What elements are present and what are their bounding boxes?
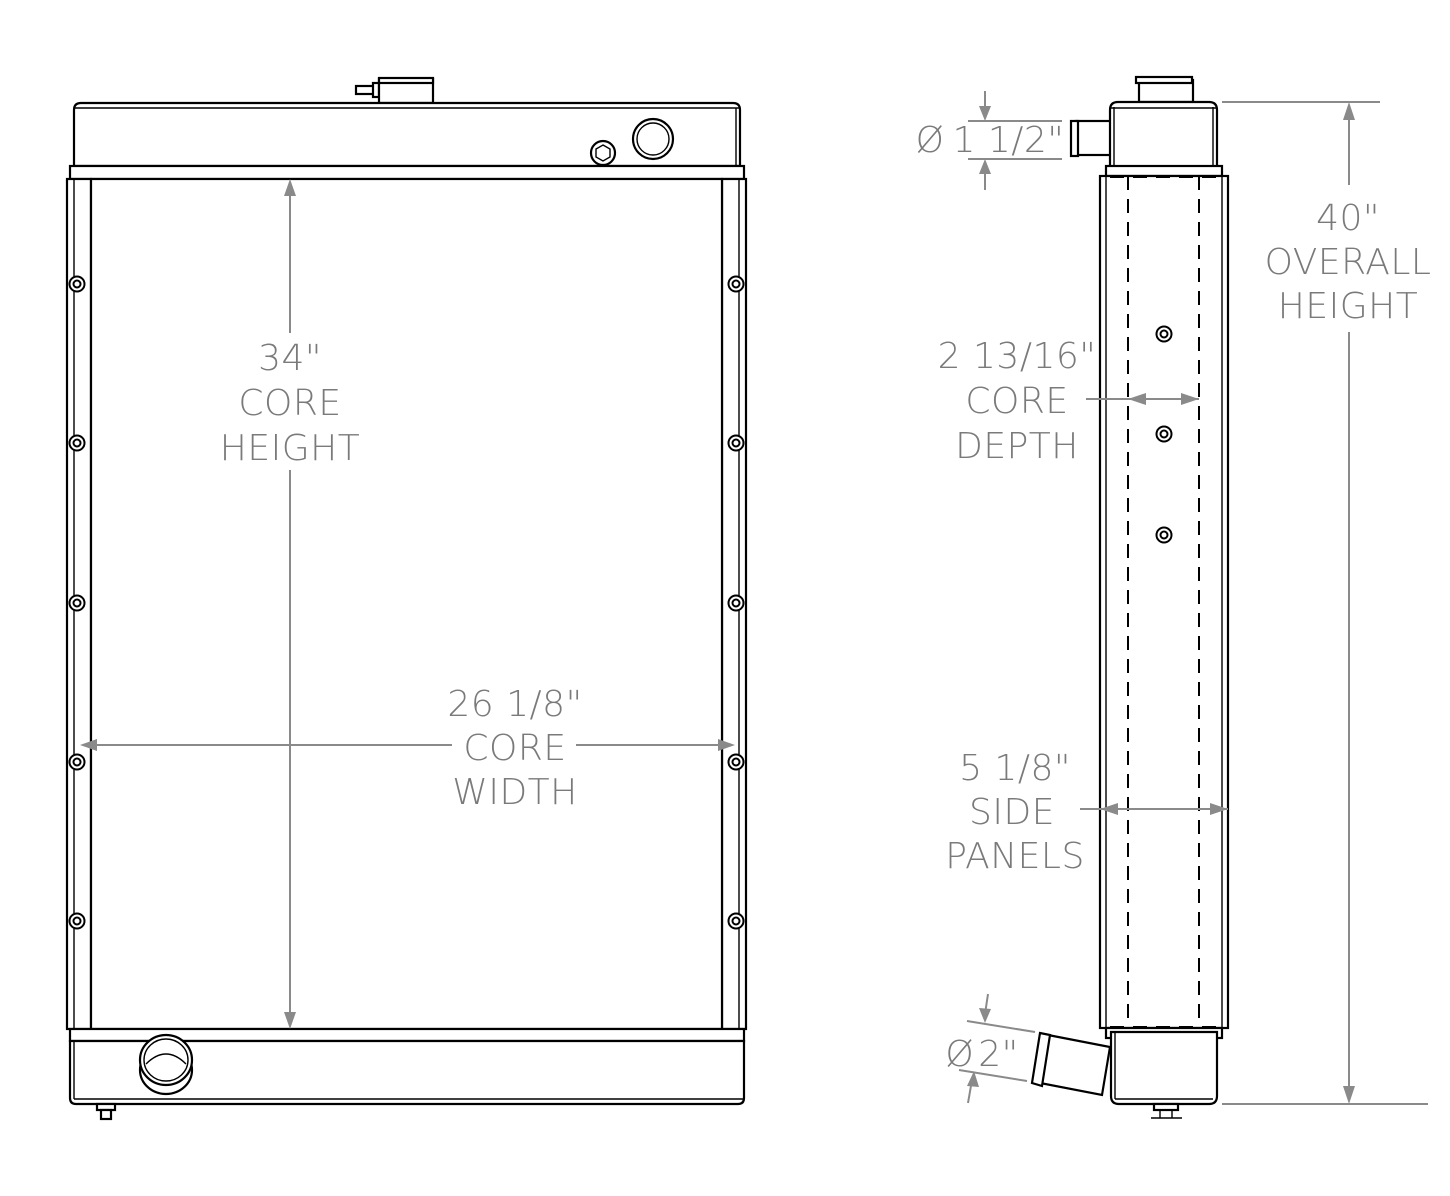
inlet-pipe-icon <box>1069 119 1114 158</box>
core-width-value: 26 1/8" <box>447 684 582 725</box>
overall-height-label-1: OVERALL <box>1265 242 1432 283</box>
core-depth-value: 2 13/16" <box>938 336 1097 377</box>
overall-height-value: 40" <box>1316 198 1380 239</box>
filler-cap-icon <box>354 76 435 105</box>
core-width-label-2: WIDTH <box>452 772 578 813</box>
core-width-dimension: 26 1/8" CORE WIDTH <box>80 684 735 813</box>
front-view: 34" CORE HEIGHT 26 1/8" CORE WIDTH <box>65 76 748 1121</box>
core-height-value: 34" <box>258 338 322 379</box>
side-panels-label-2: PANELS <box>945 836 1085 877</box>
side-bottom-tank <box>1109 1030 1219 1106</box>
core-width-label-1: CORE <box>463 728 566 769</box>
top-port-icon <box>631 117 675 161</box>
core-height-dimension: 34" CORE HEIGHT <box>220 179 360 1029</box>
side-panel-body <box>1098 174 1230 1030</box>
core-depth-label-1: CORE <box>965 381 1068 422</box>
core-depth-dimension: 2 13/16" CORE DEPTH <box>938 336 1199 467</box>
top-flange <box>68 164 746 181</box>
drain-plug-icon <box>95 1102 117 1121</box>
core-height-label-1: CORE <box>238 383 341 424</box>
core-height-label-2: HEIGHT <box>220 428 360 469</box>
outlet-pipe-icon <box>1030 1031 1112 1097</box>
overall-height-dimension: 40" OVERALL HEIGHT <box>1222 101 1432 1105</box>
overall-height-label-2: HEIGHT <box>1278 286 1418 327</box>
side-panels-value: 5 1/8" <box>959 748 1071 789</box>
side-drain-plug-icon <box>1151 1102 1182 1119</box>
core-depth-label-2: DEPTH <box>955 426 1079 467</box>
side-panels-label-1: SIDE <box>969 792 1055 833</box>
bottom-outlet-icon <box>138 1033 194 1096</box>
side-filler-cap-icon <box>1134 75 1195 104</box>
hex-plug-icon <box>589 139 617 167</box>
core <box>89 177 724 1031</box>
side-top-tank <box>1108 100 1219 172</box>
side-panels-dimension: 5 1/8" SIDE PANELS <box>945 748 1228 877</box>
